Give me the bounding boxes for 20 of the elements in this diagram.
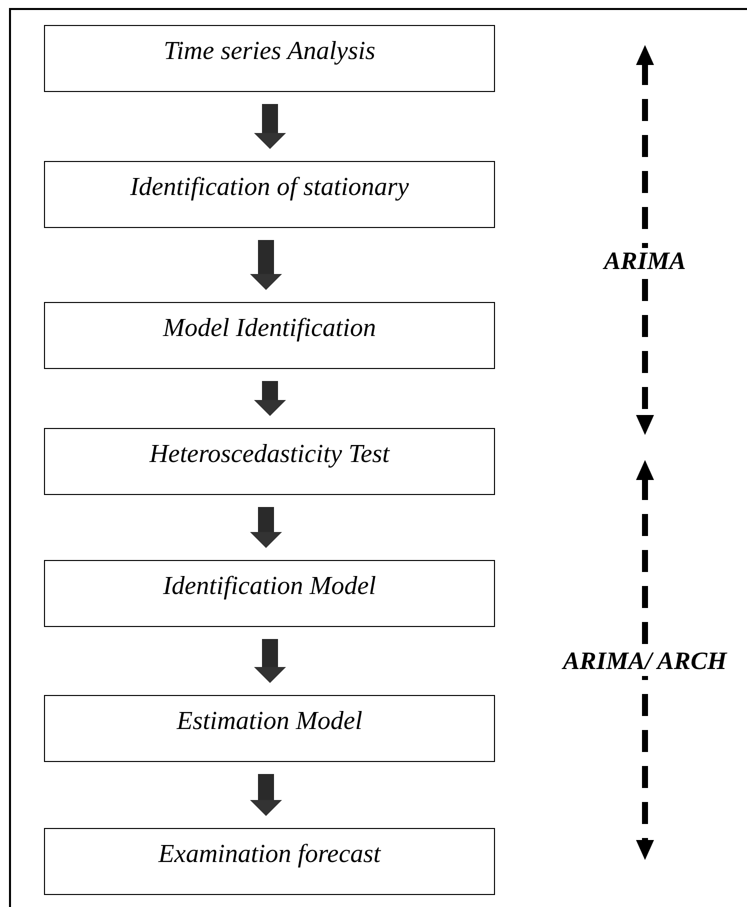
process-box [44,428,495,495]
step-text: Heteroscedasticity Test [150,438,390,468]
step-text: Model Identification [162,312,376,342]
step-text: Estimation Model [176,706,362,736]
process-box [44,302,495,369]
process-box [44,695,495,762]
step-text: Time series Analysis [164,36,376,66]
step-text: Identification Model [162,570,376,600]
block-arrow [254,639,286,683]
block-arrow [250,240,282,290]
process-box [44,828,495,895]
block-arrow [250,507,282,548]
block-arrow [254,381,286,416]
step-text: Identification of stationary [130,172,409,202]
block-arrow [254,104,286,149]
process-box [44,161,495,228]
block-arrow [250,774,282,816]
process-box [44,560,495,627]
step-text: Examination forecast [158,838,381,868]
process-box [44,25,495,92]
